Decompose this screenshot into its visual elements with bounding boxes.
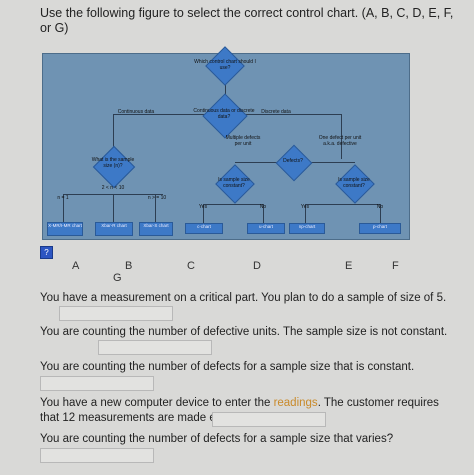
option-letter-f: F	[392, 260, 399, 272]
answer-input-3[interactable]	[40, 376, 154, 391]
question-title: Use the following figure to select the c…	[40, 6, 454, 35]
connector-line	[305, 204, 380, 205]
option-letter-d: D	[253, 260, 261, 272]
continuous-label: Continuous data	[117, 109, 155, 115]
multiple-defects-label: Multiple defects per unit	[225, 135, 261, 147]
chart-box-xbar-s: Xbar-S chart	[139, 222, 173, 236]
chart-box-np: np-chart	[289, 223, 325, 234]
no-label: No	[376, 204, 384, 210]
highlighted-word: readings	[273, 397, 318, 409]
connector-line	[341, 114, 342, 159]
chart-box-p: p-chart	[359, 223, 401, 234]
option-letter-b: B	[125, 260, 133, 272]
option-letter-a: A	[72, 260, 80, 272]
data-type-question: Continuous data or discrete data?	[193, 108, 255, 120]
chart-box-xbar-r: Xbar-R chart	[95, 222, 133, 236]
sample-constant-question-2: Is sample size constant?	[338, 177, 370, 189]
n10-label: n > = 10	[147, 195, 167, 201]
answer-input-2[interactable]	[98, 340, 212, 355]
no-label: No	[259, 204, 267, 210]
connector-line	[113, 114, 114, 152]
sample-size-question: What is the sample size (n)?	[91, 157, 135, 169]
one-defect-label: One defect per unit a.k.a. defective	[318, 135, 362, 147]
connector-line	[203, 204, 204, 224]
chart-box-xmr: X-MR/I-MR chart	[47, 222, 83, 236]
option-letter-e: E	[345, 260, 353, 272]
connector-line	[63, 194, 64, 224]
option-letter-g: G	[113, 272, 122, 284]
defects-question: Defects?	[283, 158, 303, 164]
yes-label: Yes	[198, 204, 208, 210]
connector-line	[263, 204, 264, 224]
start-question: Which control chart should I use?	[194, 59, 256, 71]
connector-line	[380, 204, 381, 224]
sample-constant-question-1: Is sample size constant?	[218, 177, 250, 189]
answer-input-4[interactable]	[212, 412, 326, 427]
option-letter-c: C	[187, 260, 195, 272]
question-item-1: You have a measurement on a critical par…	[40, 292, 447, 304]
connector-line	[113, 194, 114, 224]
connector-line	[203, 204, 263, 205]
answer-input-5[interactable]	[40, 448, 154, 463]
chart-box-u: u-chart	[247, 223, 285, 234]
question-item-4: You have a new computer device to enter …	[40, 397, 439, 424]
discrete-label: Discrete data	[261, 109, 291, 115]
help-icon[interactable]: ?	[40, 246, 53, 259]
control-chart-flowchart: Which control chart should I use? Contin…	[42, 46, 410, 240]
connector-line	[155, 194, 156, 224]
question-item-3: You are counting the number of defects f…	[40, 361, 415, 373]
connector-line	[225, 72, 226, 102]
n2-10-label: 2 < n < 10	[101, 185, 125, 191]
question-item-5: You are counting the number of defects f…	[40, 433, 394, 445]
n1-label: n = 1	[57, 195, 69, 201]
answer-input-1[interactable]	[59, 306, 173, 321]
connector-line	[305, 204, 306, 224]
yes-label: Yes	[300, 204, 310, 210]
chart-box-c: c-chart	[185, 223, 223, 234]
question-item-2: You are counting the number of defective…	[40, 326, 448, 338]
